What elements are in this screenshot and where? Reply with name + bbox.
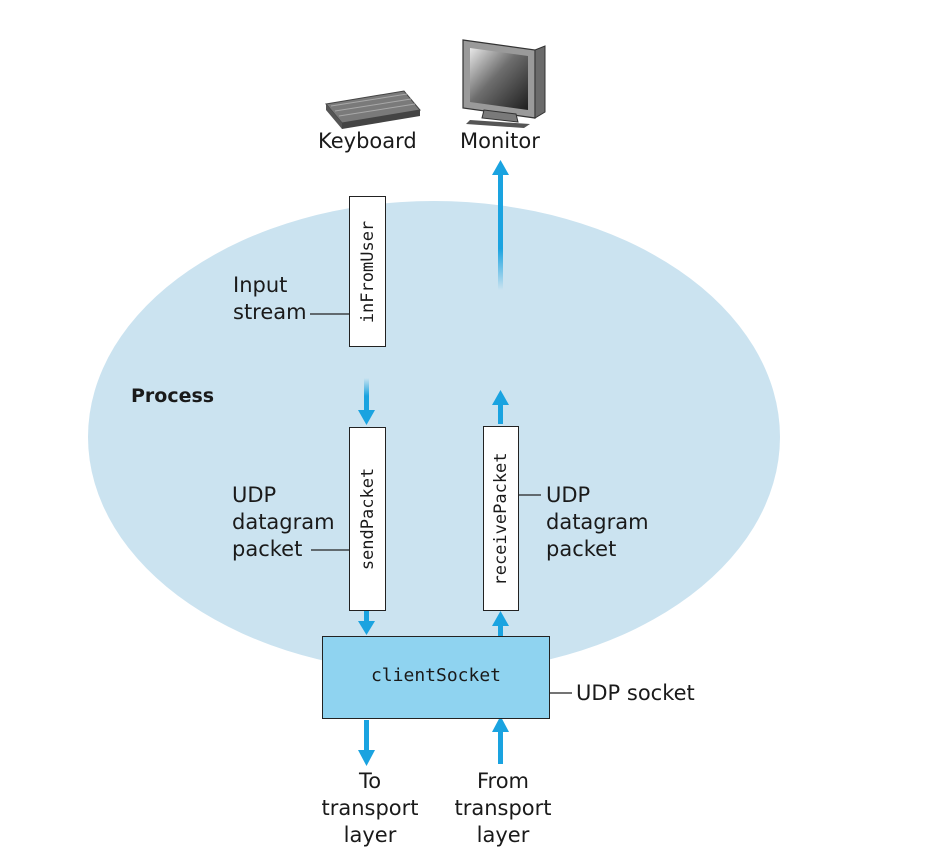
client-socket-name: clientSocket	[370, 665, 502, 686]
input-stream-name: inFromUser	[357, 220, 378, 323]
monitor-icon	[462, 39, 546, 128]
from-transport-line3: layer	[476, 823, 530, 847]
arrow-to-transport	[358, 720, 375, 766]
monitor-label: Monitor	[460, 129, 540, 153]
arrow-input-to-send	[358, 378, 375, 425]
udp-socket-label: UDP socket	[576, 681, 695, 705]
arrow-socket-to-receive	[492, 611, 509, 636]
send-packet-box: sendPacket	[349, 427, 386, 611]
from-transport-line2: transport	[454, 796, 552, 820]
client-socket-box: clientSocket	[322, 636, 550, 719]
arrow-from-transport	[492, 716, 509, 764]
keyboard-label: Keyboard	[318, 129, 417, 153]
receive-packet-name: receivePacket	[491, 451, 511, 586]
to-transport-line1: To	[358, 769, 382, 793]
input-stream-label-line2: stream	[233, 300, 307, 324]
process-label: Process	[131, 385, 215, 407]
send-packet-label-line3: packet	[232, 537, 303, 561]
arrow-receive-up	[492, 390, 509, 424]
arrow-to-monitor	[492, 160, 509, 290]
receive-packet-label-line1: UDP	[546, 483, 591, 507]
input-stream-box: inFromUser	[349, 196, 386, 347]
process-ellipse	[88, 201, 780, 673]
receive-packet-box: receivePacket	[483, 426, 519, 611]
send-packet-label-line2: datagram	[232, 510, 335, 534]
to-transport-line3: layer	[343, 823, 397, 847]
keyboard-icon	[325, 90, 421, 129]
send-packet-name: sendPacket	[357, 467, 378, 571]
send-packet-label-line1: UDP	[232, 483, 277, 507]
receive-packet-label-line3: packet	[546, 537, 617, 561]
to-transport-line2: transport	[321, 796, 419, 820]
receive-packet-label-line2: datagram	[546, 510, 649, 534]
arrow-send-to-socket	[358, 611, 375, 635]
from-transport-line1: From	[476, 769, 530, 793]
input-stream-label-line1: Input	[233, 273, 288, 297]
